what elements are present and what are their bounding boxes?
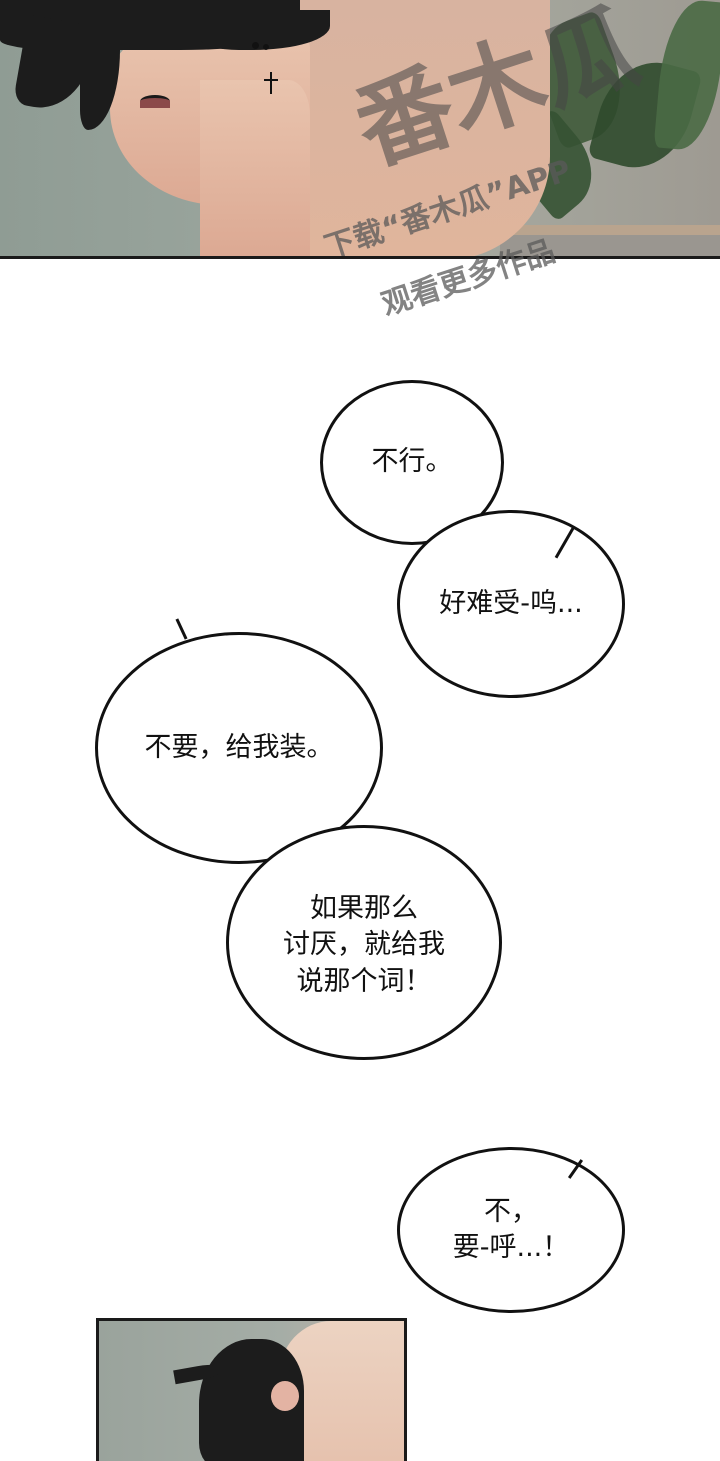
bubble-text: 好难受-呜... [439,587,583,619]
plant-leaf [653,0,720,153]
earring-stud [252,42,259,49]
shelf-front [500,235,720,256]
speech-bubble-3: 不要，给我装。 [95,632,383,864]
character-shoulder [290,0,550,256]
character-neck [200,80,310,256]
bubble-text: 不， 要-呼...！ [452,1195,570,1263]
bubble-text: 不行。 [371,446,453,478]
speech-bubble-5: 不， 要-呼...！ [397,1147,625,1313]
character-eye [140,95,170,108]
speech-bubble-4: 如果那么 讨厌，就给我 说那个词！ [226,825,502,1060]
shelf [480,225,720,235]
bottom-comic-panel [96,1318,407,1461]
bubble-tail [175,618,188,640]
bubble-text: 如果那么 讨厌，就给我 说那个词！ [283,892,445,997]
top-comic-panel: 番木瓜 下载“番木瓜”APP [0,0,720,259]
cross-earring [270,72,272,94]
cross-earring [264,79,278,81]
earring-stud [263,44,269,50]
bubble-text: 不要，给我装。 [144,731,334,763]
character-ear [271,1381,299,1411]
speech-bubble-2: 好难受-呜... [397,510,625,698]
